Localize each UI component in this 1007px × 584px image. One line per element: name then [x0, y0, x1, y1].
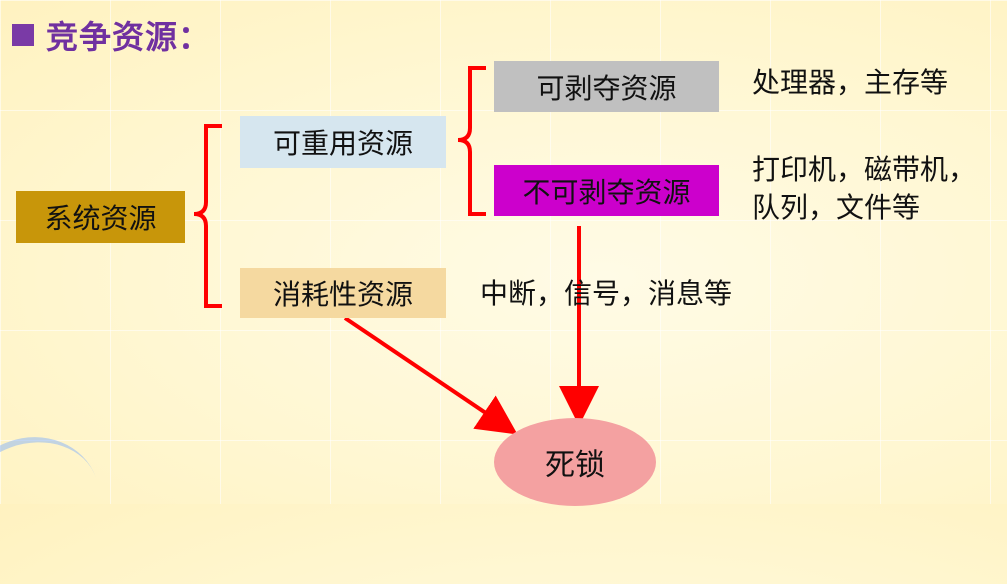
right-brace	[457, 66, 486, 216]
connector-layer	[193, 66, 599, 435]
non-preemptible-examples-line2: 队列，文件等	[752, 191, 921, 224]
square-bullet-icon	[12, 24, 34, 46]
consumable-resource-node: 消耗性资源	[240, 268, 446, 318]
left-brace	[193, 124, 222, 308]
preemptible-resource-node: 可剥夺资源	[494, 61, 719, 112]
consumable-resource-label: 消耗性资源	[272, 278, 413, 311]
preemptible-resource-label: 可剥夺资源	[536, 71, 677, 105]
slide-title: 竞争资源：	[12, 12, 211, 58]
non-preemptible-resource-node: 不可剥夺资源	[494, 165, 719, 216]
consumable-examples-text: 中断，信号，消息等	[480, 277, 733, 310]
slide-title-text: 竞争资源：	[46, 18, 212, 56]
consumable-examples: 中断，信号，消息等	[480, 275, 732, 313]
deadlock-label: 死锁	[545, 448, 605, 483]
reusable-resource-node: 可重用资源	[240, 116, 446, 168]
reusable-resource-label: 可重用资源	[272, 127, 413, 160]
deadlock-node: 死锁	[494, 418, 656, 506]
preemptible-examples-text: 处理器，主存等	[752, 66, 949, 99]
preemptible-examples: 处理器，主存等	[752, 64, 948, 102]
system-resource-label: 系统资源	[44, 202, 157, 235]
non-preemptible-examples-line1: 打印机，磁带机，	[752, 153, 977, 186]
non-preemptible-examples: 打印机，磁带机， 队列，文件等	[752, 151, 976, 227]
system-resource-node: 系统资源	[16, 191, 185, 243]
non-preemptible-resource-label: 不可剥夺资源	[522, 175, 691, 209]
arrow-consumable-to-deadlock	[343, 316, 518, 435]
